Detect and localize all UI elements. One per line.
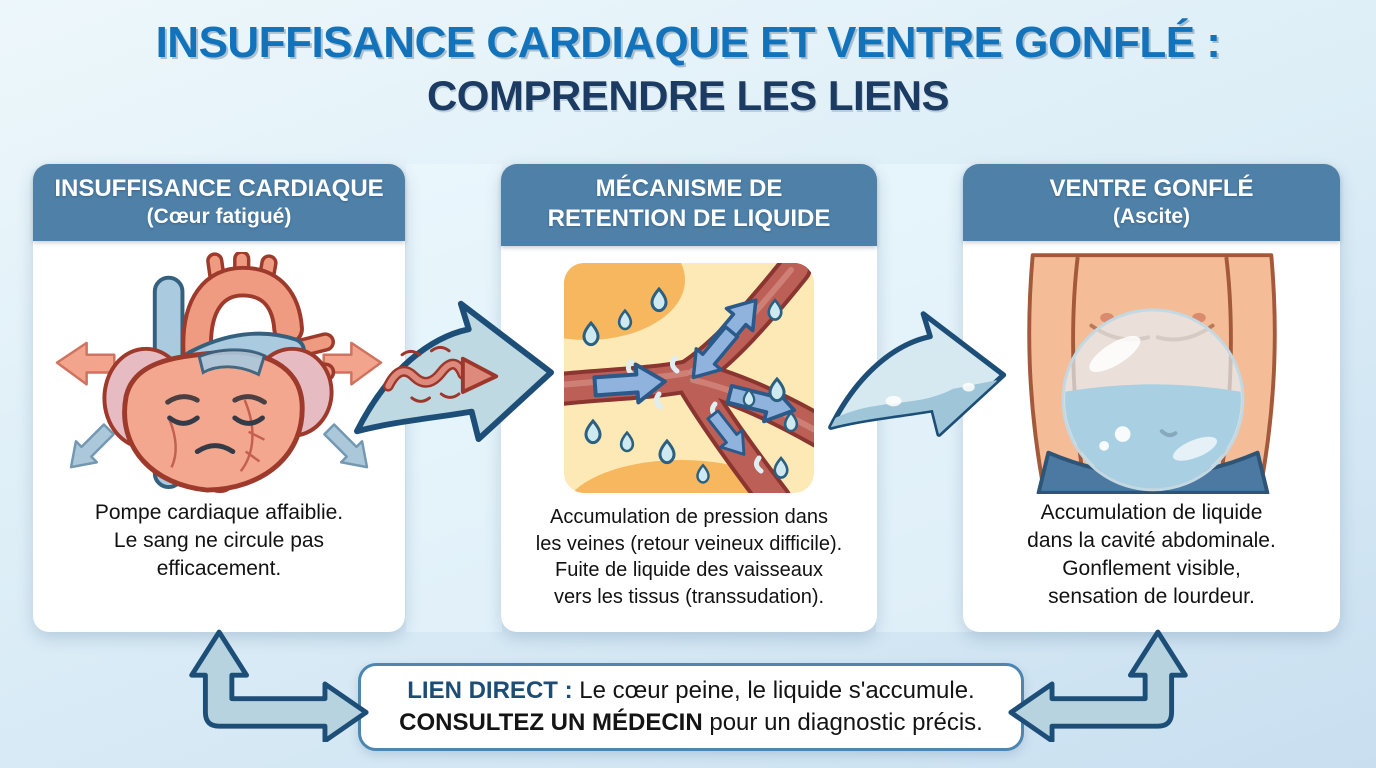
ascites-belly-icon: [1026, 253, 1277, 495]
panel-heart-failure-subtitle: (Cœur fatigué): [146, 205, 292, 228]
banner-text-2: pour un diagnostic précis.: [709, 709, 983, 736]
ascites-belly-illustration: [963, 241, 1340, 499]
title-line-1: INSUFFISANCE CARDIAQUE ET VENTRE GONFLÉ …: [155, 18, 1221, 67]
panel-swollen-belly-title: VENTRE GONFLÉ: [1049, 175, 1254, 202]
panel-fluid-retention-title: MÉCANISME DE: [595, 175, 783, 202]
title-line-2: COMPRENDRE LES LIENS: [426, 71, 950, 119]
panel-fluid-retention-header: MÉCANISME DE RETENTION DE LIQUIDE: [501, 164, 877, 246]
panel-fluid-retention-title2: RETENTION DE LIQUIDE: [547, 205, 831, 232]
arrow-banner-to-heart-icon: [189, 629, 369, 742]
banner-text-1: Le cœur peine, le liquide s'accumule.: [579, 676, 975, 704]
panel-swollen-belly-caption: Accumulation de liquide dans la cavité a…: [1027, 501, 1276, 608]
panel-fluid-retention-caption: Accumulation de pression dans les veines…: [535, 506, 843, 608]
arrow-banner-to-belly-icon: [1008, 629, 1188, 742]
panel-heart-failure-title: INSUFFISANCE CARDIAQUE: [54, 175, 384, 202]
panel-swollen-belly-header: VENTRE GONFLÉ (Ascite): [963, 164, 1340, 242]
fluid-leak-vessels-icon: [564, 263, 814, 493]
tired-heart-icon: [55, 252, 383, 494]
panel-heart-failure-caption: Pompe cardiaque affaiblie. Le sang ne ci…: [94, 501, 344, 581]
fluid-leak-illustration: [501, 246, 877, 504]
arrow-mechanism-to-belly-icon: [828, 311, 1007, 437]
page-title: INSUFFISANCE CARDIAQUE ET VENTRE GONFLÉ …: [0, 16, 1376, 121]
banner-label: LIEN DIRECT :: [407, 676, 573, 704]
banner-line-2: CONSULTEZ UN MÉDECIN pour un diagnostic …: [361, 707, 1021, 739]
tired-heart-illustration: [33, 241, 405, 499]
banner-line-1: LIEN DIRECT : Le cœur peine, le liquide …: [361, 675, 1021, 707]
panel-fluid-retention: MÉCANISME DE RETENTION DE LIQUIDE: [501, 164, 877, 632]
banner-consult-bold: CONSULTEZ UN MÉDECIN: [399, 709, 703, 736]
panel-swollen-belly: VENTRE GONFLÉ (Ascite): [963, 164, 1340, 632]
panel-heart-failure-header: INSUFFISANCE CARDIAQUE (Cœur fatigué): [33, 164, 405, 242]
panel-heart-failure: INSUFFISANCE CARDIAQUE (Cœur fatigué): [33, 164, 405, 632]
direct-link-banner: LIEN DIRECT : Le cœur peine, le liquide …: [358, 663, 1024, 751]
arrow-heart-to-mechanism-icon: [353, 300, 555, 443]
panel-swollen-belly-subtitle: (Ascite): [1112, 205, 1191, 228]
